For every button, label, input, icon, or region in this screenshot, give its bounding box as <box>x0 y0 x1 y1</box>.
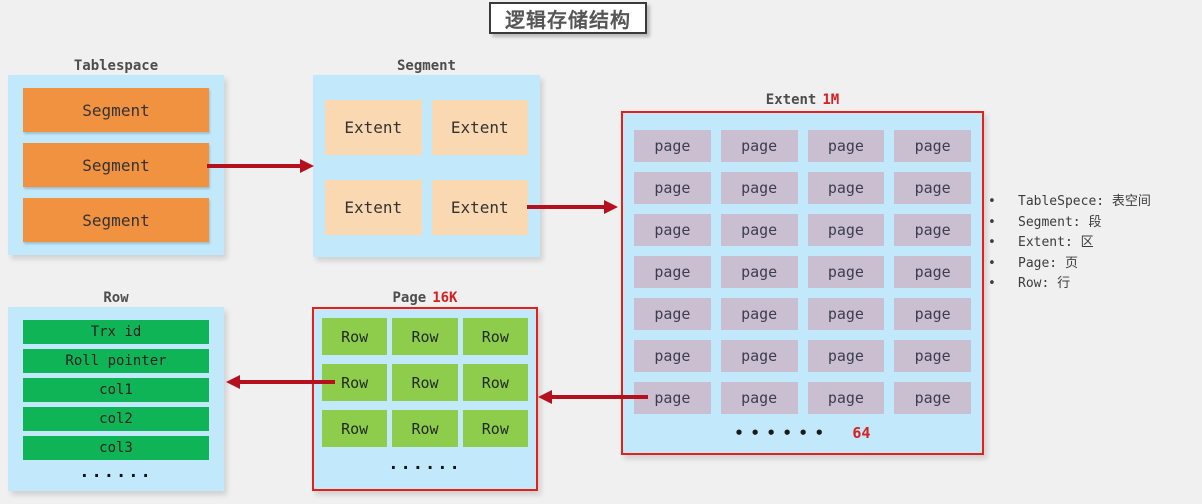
row-cell: Row <box>462 318 528 355</box>
page-cell: page <box>807 214 885 246</box>
page-grid: page page page page page page page page page page… <box>634 130 971 414</box>
legend-item-text: Row: 行 <box>1018 276 1071 291</box>
page-cell: page <box>634 130 711 162</box>
row-field-bar: col1 <box>23 378 209 402</box>
segment-label: Segment <box>396 58 456 74</box>
tablespace-label: Tablespace <box>73 58 159 74</box>
page-cell: page <box>720 130 798 162</box>
page-cell: page <box>894 340 971 372</box>
legend-list: • TableSpece: 表空间 • Segment: 段 • Extent: 区 • Pa… <box>988 190 1151 293</box>
legend-item-text: Segment: 段 <box>1018 214 1102 230</box>
row-cell: Row <box>322 410 388 447</box>
extent-size-text: 1M <box>822 92 840 108</box>
row-field-bar: col3 <box>23 436 209 460</box>
page-cell: page <box>894 214 971 246</box>
extent-ellipsis-line: •••••• 64 <box>634 423 971 442</box>
page-cell: page <box>894 298 971 330</box>
segment-bar: Segment <box>23 198 209 242</box>
page-cell: page <box>720 340 798 372</box>
arrow-head-icon <box>604 200 618 214</box>
row-field-bar: Roll pointer <box>23 349 209 373</box>
page-cell: page <box>807 130 885 162</box>
row-ellipsis: ...... <box>79 462 153 482</box>
page-cell: page <box>894 382 971 414</box>
extent-label-text: Extent <box>765 92 817 108</box>
page-cell: page <box>807 340 885 372</box>
extent-page-count: 64 <box>852 424 871 442</box>
legend-item-text: TableSpece: 表空间 <box>1018 194 1151 209</box>
arrow-shaft <box>240 380 335 384</box>
page-cell: page <box>807 172 885 204</box>
row-field-bar: Trx id <box>23 320 209 344</box>
page-cell: page <box>894 130 971 162</box>
arrow-head-icon <box>538 390 552 404</box>
extent-cell: Extent <box>325 100 422 155</box>
page-cell: page <box>807 256 885 288</box>
arrow-shaft <box>207 164 300 168</box>
arrow-shaft <box>552 395 648 399</box>
bullet-icon: • <box>988 276 996 291</box>
diagram-title: 逻辑存储结构 <box>489 2 647 34</box>
legend-item: • Row: 行 <box>988 272 1151 293</box>
segment-bar: Segment <box>23 143 209 187</box>
page-cell: page <box>634 172 711 204</box>
page-cell: page <box>634 340 711 372</box>
segment-bar: Segment <box>23 88 209 132</box>
extent-cell: Extent <box>325 180 422 235</box>
legend-item: • Extent: 区 <box>988 231 1151 252</box>
extent-cell: Extent <box>431 180 528 235</box>
row-box: Trx id Roll pointer col1 col2 col3 ...... <box>8 307 224 491</box>
page-label-text: Page <box>392 290 427 306</box>
page-cell: page <box>634 214 711 246</box>
page-cell: page <box>894 172 971 204</box>
arrow-head-icon <box>300 159 314 173</box>
extent-ellipsis: •••••• <box>734 424 831 442</box>
page-cell: page <box>720 172 798 204</box>
page-cell: page <box>894 256 971 288</box>
row-cell: Row <box>462 364 528 401</box>
arrow-shaft <box>527 205 604 209</box>
row-label: Row <box>103 290 129 306</box>
page-cell: page <box>720 298 798 330</box>
row-cell: Row <box>322 318 388 355</box>
extent-label: Extent 1M <box>621 92 984 108</box>
row-field-list: Trx id Roll pointer col1 col2 col3 <box>23 320 209 460</box>
legend-item: • Segment: 段 <box>988 211 1151 232</box>
legend-item: • TableSpece: 表空间 <box>988 190 1151 211</box>
page-size-text: 16K <box>432 290 458 306</box>
page-cell: page <box>634 256 711 288</box>
legend-item: • Page: 页 <box>988 252 1151 273</box>
page-label: Page 16K <box>312 290 538 306</box>
row-cell: Row <box>392 318 458 355</box>
extent-box: page page page page page page page page page page… <box>621 111 984 455</box>
bullet-icon: • <box>988 214 996 230</box>
row-field-bar: col2 <box>23 407 209 431</box>
row-cell: Row <box>392 364 458 401</box>
page-cell: page <box>720 256 798 288</box>
row-cell: Row <box>392 410 458 447</box>
row-cell: Row <box>462 410 528 447</box>
page-cell: page <box>720 382 798 414</box>
page-cell: page <box>807 382 885 414</box>
page-cell: page <box>720 214 798 246</box>
diagram-title-text: 逻辑存储结构 <box>505 7 631 32</box>
arrow-head-icon <box>226 375 240 389</box>
page-cell: page <box>634 298 711 330</box>
legend-item-text: Extent: 区 <box>1018 235 1094 250</box>
bullet-icon: • <box>988 194 996 209</box>
legend-item-text: Page: 页 <box>1018 255 1078 271</box>
page-ellipsis: ...... <box>388 454 462 474</box>
page-cell: page <box>807 298 885 330</box>
extent-cell: Extent <box>431 100 528 155</box>
bullet-icon: • <box>988 255 996 271</box>
bullet-icon: • <box>988 235 996 250</box>
